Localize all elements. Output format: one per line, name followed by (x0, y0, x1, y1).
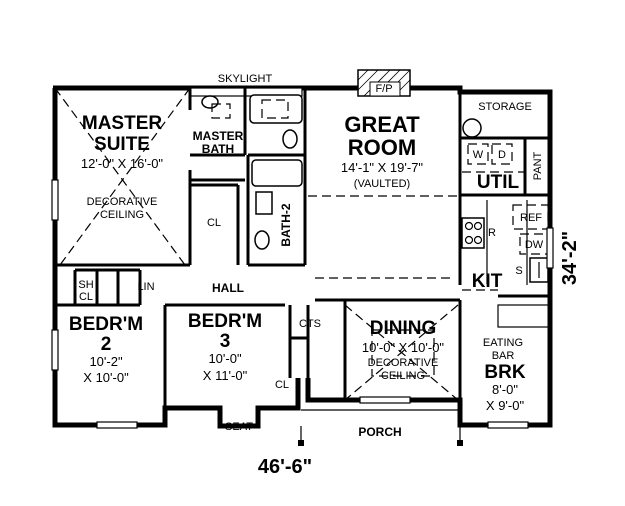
washer-label: W (473, 149, 484, 161)
bedroom-2-title-1: BEDR'M (69, 314, 143, 335)
util-label: UTIL (477, 172, 520, 193)
dining-ceiling-2: CEILING (381, 370, 425, 382)
interior-walls (55, 88, 551, 425)
bedroom-2-dims-2: X 10'-0" (83, 370, 129, 385)
bedroom-3-dims-2: X 11'-0" (203, 368, 248, 383)
width-dimension: 46'-6" (258, 456, 312, 478)
depth-dimension: 34'-2" (559, 231, 581, 285)
pantry-label: PANT (532, 151, 544, 180)
master-bath-title-1: MASTER (193, 129, 244, 143)
master-suite-dims: 12'-0" X 16'-0" (81, 156, 164, 171)
room-labels: SKYLIGHT F/P MASTER SUITE 12'-0" X 16'-0… (69, 73, 581, 478)
fireplace-label: F/P (375, 83, 392, 95)
dishwasher-label: DW (525, 239, 544, 251)
seat-label: SEAT (225, 421, 253, 433)
breakfast-dims-2: X 9'-0" (486, 398, 525, 413)
hall-label: HALL (212, 281, 244, 295)
fixtures (51, 69, 554, 446)
master-closet-label: CL (207, 217, 221, 229)
refrigerator-label: REF (520, 212, 542, 224)
dashed-lines (54, 87, 525, 401)
breakfast-dims-1: 8'-0" (492, 382, 518, 397)
shelf-closet-label-1: SH (78, 279, 93, 291)
master-suite-ceiling-1: DECORATIVE (87, 196, 158, 208)
range-icon (461, 217, 485, 249)
bedroom-3-title-2: 3 (220, 331, 231, 352)
bedroom-2-title-2: 2 (101, 334, 112, 355)
dining-ceiling-1: DECORATIVE (368, 357, 439, 369)
bedroom-3-closet-label: CL (275, 379, 289, 391)
sink-label: S (515, 265, 522, 277)
washer-icon (467, 143, 489, 165)
skylight-label: SKYLIGHT (218, 73, 273, 85)
great-room-title-2: ROOM (348, 135, 416, 160)
master-suite-title-1: MASTER (82, 113, 163, 134)
range-label: R (488, 227, 496, 239)
toilet-icon (254, 230, 270, 250)
great-room-note: (VAULTED) (354, 178, 410, 190)
dryer-label: D (498, 149, 506, 161)
great-room-dims: 14'-1" X 19'-7" (341, 160, 424, 175)
dining-title: DINING (370, 318, 437, 339)
dishwasher-icon (519, 233, 549, 255)
sink-icon (255, 191, 273, 215)
dining-dims: 10'-0" X 10'-0" (362, 340, 445, 355)
bathtub-icon (249, 94, 303, 124)
storage-label: STORAGE (478, 101, 532, 113)
master-bath-title-2: BATH (202, 142, 234, 156)
toilet-icon (201, 95, 219, 109)
cts-label: CTS (299, 318, 321, 330)
bedroom-3-title-1: BEDR'M (188, 311, 262, 332)
great-room-title-1: GREAT (344, 112, 420, 137)
shelf-closet-label-2: CL (79, 291, 93, 303)
bedroom-3-dims-1: 10'-0" (208, 351, 242, 366)
toilet-icon (282, 129, 298, 149)
dryer-icon (491, 143, 513, 165)
linen-label: LIN (137, 281, 154, 293)
kitchen-label: KIT (472, 271, 503, 292)
porch-label: PORCH (358, 425, 401, 439)
water-heater-icon (462, 118, 482, 138)
master-suite-ceiling-2: CEILING (100, 209, 144, 221)
bedroom-2-dims-1: 10'-2" (89, 354, 123, 369)
bathtub-icon (251, 159, 303, 187)
refrigerator-icon (512, 204, 549, 230)
eating-bar-label-2: BAR (492, 350, 515, 362)
eating-bar-label-1: EATING (483, 337, 523, 349)
master-suite-title-2: SUITE (94, 134, 150, 155)
bath-2-label: BATH-2 (279, 203, 293, 246)
breakfast-title: BRK (484, 362, 525, 383)
